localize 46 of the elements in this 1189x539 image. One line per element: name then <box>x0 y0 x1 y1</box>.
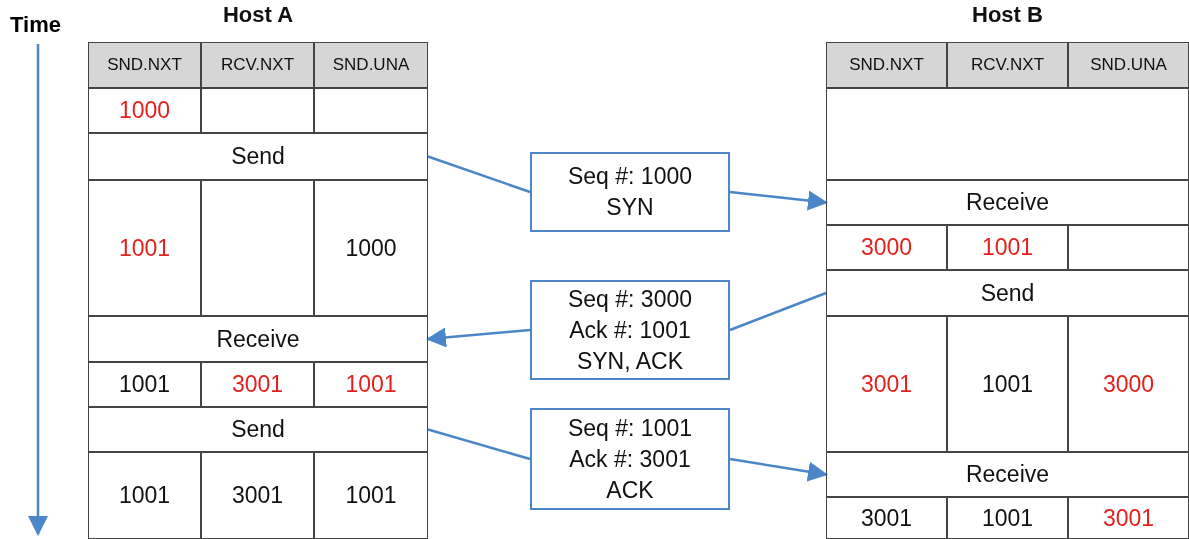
arrow <box>729 457 828 482</box>
connector-line <box>729 291 827 332</box>
empty-cell <box>314 88 428 133</box>
connector-line <box>427 428 531 461</box>
column-header: SND.UNA <box>314 42 428 88</box>
event-row: Send <box>826 270 1189 316</box>
table-cell: 1001 <box>88 180 201 316</box>
empty-cell <box>201 88 314 133</box>
table-cell: 1001 <box>314 452 428 539</box>
table-cell: 1000 <box>88 88 201 133</box>
message-box: Seq #: 1000 SYN <box>530 152 730 232</box>
axis-label: Time <box>10 12 61 38</box>
table-cell: 1001 <box>88 362 201 407</box>
table-cell: 3001 <box>1068 497 1189 539</box>
table-heading: Host A <box>222 2 294 28</box>
table-cell: 1001 <box>88 452 201 539</box>
table-heading: Host B <box>972 2 1043 28</box>
column-header: RCV.NXT <box>201 42 314 88</box>
message-box: Seq #: 3000 Ack #: 1001 SYN, ACK <box>530 280 730 380</box>
empty-cell <box>1068 225 1189 270</box>
arrow <box>426 327 531 348</box>
table-cell: 3001 <box>201 452 314 539</box>
table-cell: 1001 <box>314 362 428 407</box>
message-box: Seq #: 1001 Ack #: 3001 ACK <box>530 408 730 510</box>
arrow <box>729 190 828 211</box>
table-cell: 1000 <box>314 180 428 316</box>
table-cell: 3000 <box>826 225 947 270</box>
table-cell: 1001 <box>947 497 1068 539</box>
table-cell: 1001 <box>947 225 1068 270</box>
table-cell: 3000 <box>1068 316 1189 452</box>
empty-cell <box>826 88 1189 180</box>
table-cell: 1001 <box>947 316 1068 452</box>
column-header: SND.NXT <box>88 42 201 88</box>
event-row: Receive <box>826 180 1189 225</box>
connector-line <box>427 155 531 194</box>
event-row: Receive <box>88 316 428 362</box>
column-header: SND.UNA <box>1068 42 1189 88</box>
event-row: Receive <box>826 452 1189 497</box>
table-cell: 3001 <box>826 316 947 452</box>
table-cell: 3001 <box>826 497 947 539</box>
event-row: Send <box>88 407 428 452</box>
column-header: SND.NXT <box>826 42 947 88</box>
event-row: Send <box>88 133 428 180</box>
column-header: RCV.NXT <box>947 42 1068 88</box>
table-cell: 3001 <box>201 362 314 407</box>
empty-cell <box>201 180 314 316</box>
